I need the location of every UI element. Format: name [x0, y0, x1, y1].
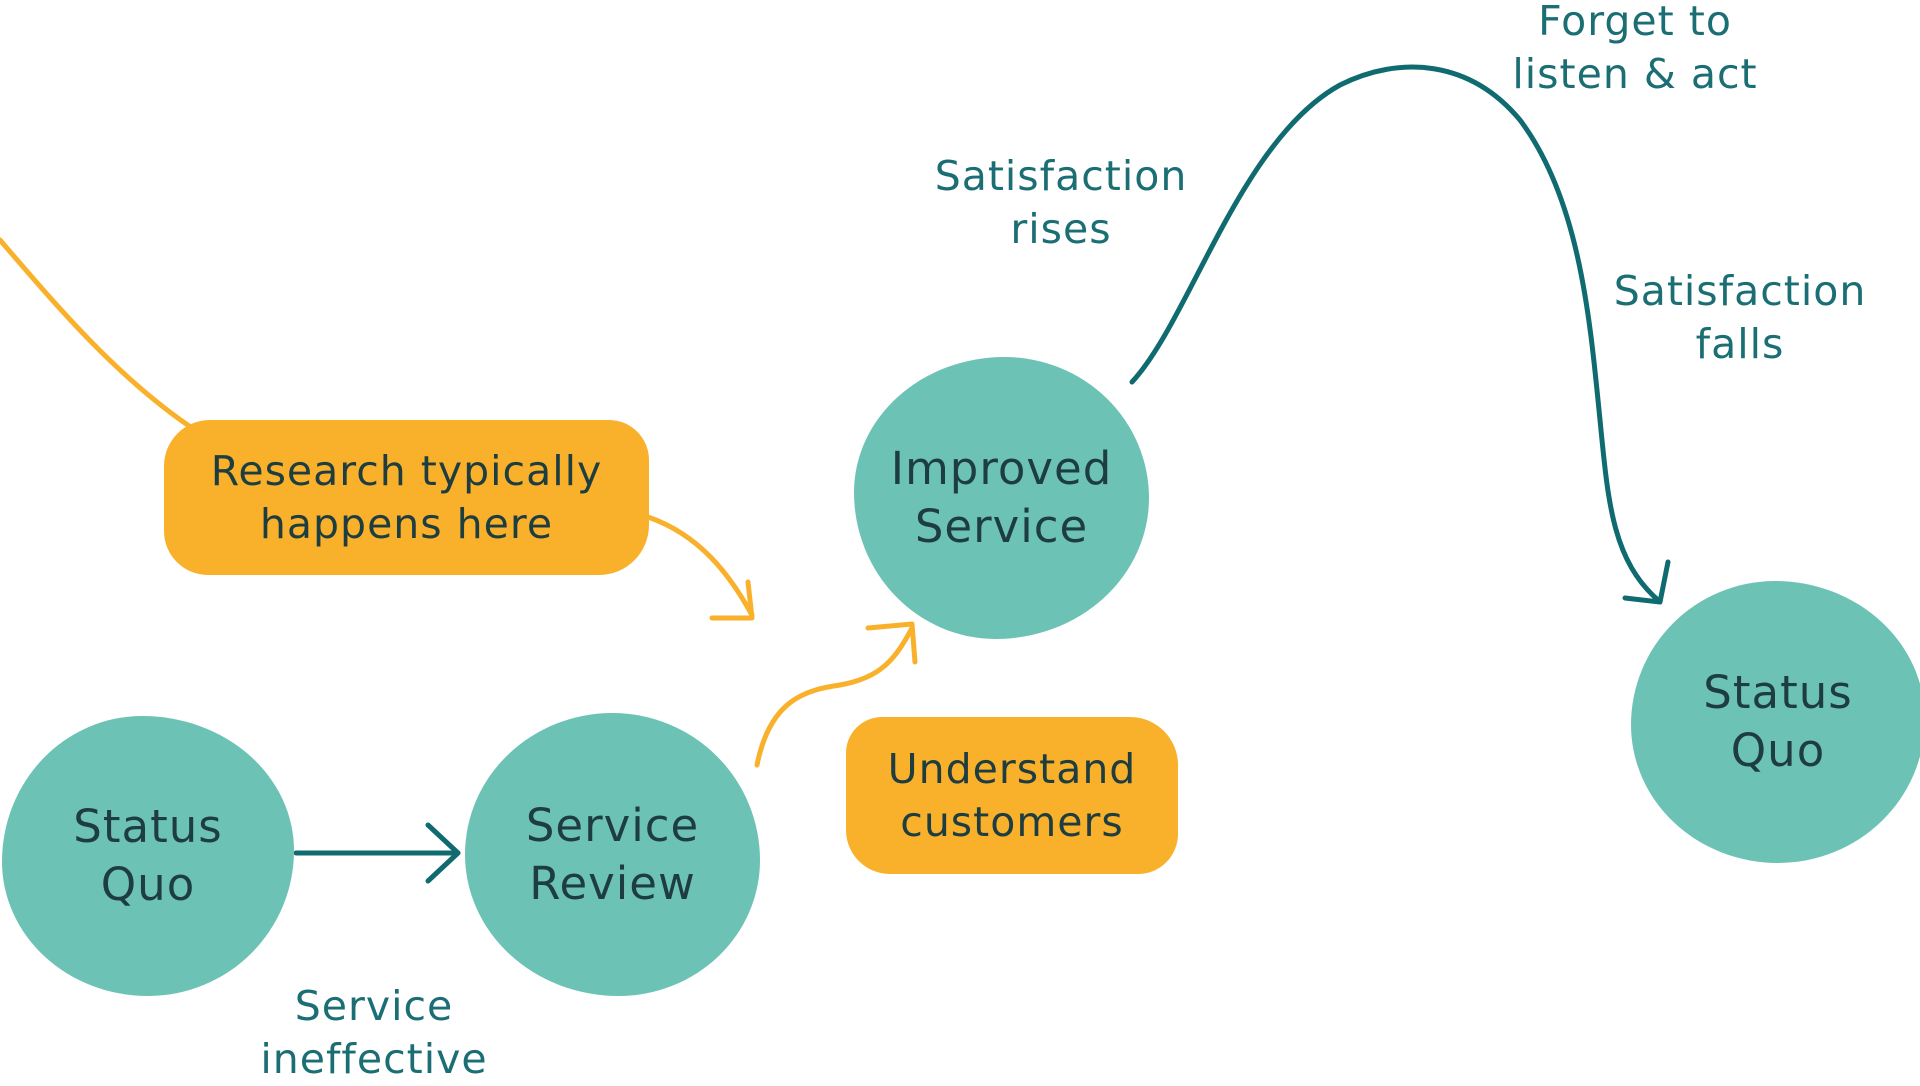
- research-arrowhead: [709, 579, 755, 621]
- improved-service-node: Improved Service: [854, 357, 1149, 639]
- status-quo-end-label: Status Quo: [1703, 666, 1853, 777]
- status-quo-end-node: Status Quo: [1631, 581, 1920, 863]
- satisfaction-curve-arrowhead: [1622, 559, 1671, 605]
- understand-customers-callout: Understand customers: [846, 717, 1178, 874]
- status-quo-start-label: Status Quo: [73, 800, 223, 911]
- satisfaction-falls-label: Satisfaction falls: [1590, 265, 1890, 371]
- review-to-improved-curve: [754, 625, 915, 768]
- service-ineffective-label: Service ineffective: [228, 980, 520, 1086]
- service-ineffective-text: Service ineffective: [260, 982, 488, 1083]
- forget-to-listen-text: Forget to listen & act: [1512, 0, 1758, 98]
- satisfaction-curve: [1129, 64, 1661, 603]
- research-lead-line: [0, 237, 198, 433]
- review-to-improved-arrowhead: [865, 621, 918, 665]
- status-quo-start-node: Status Quo: [2, 716, 294, 996]
- status-to-review-arrowhead: [425, 822, 461, 884]
- research-to-improved-curve: [645, 514, 755, 618]
- satisfaction-rises-label: Satisfaction rises: [905, 150, 1217, 256]
- forget-to-listen-label: Forget to listen & act: [1475, 0, 1795, 101]
- service-review-label: Service Review: [525, 798, 700, 910]
- service-review-node: Service Review: [465, 713, 760, 996]
- research-callout: Research typically happens here: [164, 420, 649, 575]
- understand-customers-text: Understand customers: [887, 744, 1137, 846]
- improved-service-label: Improved Service: [890, 442, 1113, 553]
- research-callout-text: Research typically happens here: [210, 446, 603, 548]
- satisfaction-falls-text: Satisfaction falls: [1613, 267, 1867, 368]
- satisfaction-rises-text: Satisfaction rises: [934, 152, 1188, 253]
